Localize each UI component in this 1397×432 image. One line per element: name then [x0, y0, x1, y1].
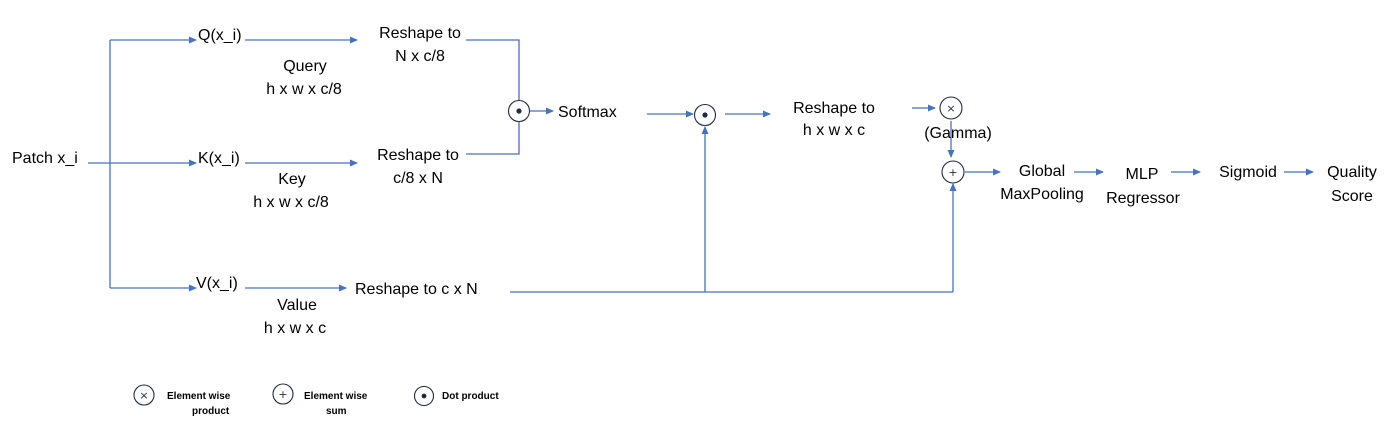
k-label: K(x_i) [198, 150, 240, 167]
times-circle [939, 96, 963, 120]
plus-circle [941, 160, 965, 184]
legend-dot-product-label: Dot product [442, 391, 499, 402]
dot-product-icon [702, 112, 708, 118]
gmp-label-1: Global [1019, 163, 1065, 180]
gmp-label-2: MaxPooling [1000, 186, 1084, 203]
reshape-out-label-2: h x w x c [803, 122, 865, 139]
reshape-out-label-1: Reshape to [793, 100, 875, 117]
elementwise-sum-operator: + [941, 160, 965, 184]
value-label: Value [277, 297, 317, 314]
legend-elementwise-sum-label-2: sum [326, 406, 347, 417]
legend-plus-icon: + [278, 388, 287, 401]
connectors [88, 36, 1314, 293]
line-reshape-q-to-dot [466, 39, 520, 100]
dot-product-icon [516, 108, 522, 114]
query-dim-label: h x w x c/8 [266, 81, 342, 98]
legend-dot-product-icon [421, 393, 427, 399]
q-label: Q(x_i) [198, 27, 242, 44]
legend-elementwise-product-label-2: product [192, 406, 230, 417]
reshape-k-label-1: Reshape to [377, 147, 459, 164]
sigmoid-label: Sigmoid [1219, 164, 1277, 181]
key-dim-label: h x w x c/8 [253, 194, 329, 211]
gamma-label: (Gamma) [924, 125, 992, 142]
elementwise-product-operator: × [939, 96, 963, 120]
mlp-label-1: MLP [1126, 166, 1159, 183]
legend-elementwise-product-label-1: Element wise [167, 391, 231, 402]
mlp-label-2: Regressor [1106, 190, 1180, 207]
legend-elementwise-sum-label-1: Element wise [304, 391, 368, 402]
legend-plus-circle [272, 383, 294, 405]
legend-times-circle [133, 384, 155, 406]
softmax-label: Softmax [558, 104, 617, 121]
reshape-q-label-1: Reshape to [379, 25, 461, 42]
reshape-q-label-2: N x c/8 [395, 48, 445, 65]
dot-product-operator-2 [693, 103, 717, 127]
legend-times-icon: × [139, 389, 148, 402]
legend: × Element wise product + Element wise su… [133, 383, 499, 417]
reshape-k-label-2: c/8 x N [393, 170, 443, 187]
v-label: V(x_i) [196, 275, 238, 292]
quality-label-2: Score [1331, 188, 1373, 205]
patch-label: Patch x_i [12, 150, 78, 167]
query-label: Query [283, 58, 327, 75]
quality-label-1: Quality [1327, 164, 1377, 181]
times-icon: × [946, 102, 955, 115]
plus-icon: + [948, 166, 957, 179]
dot-product-operator-1 [507, 99, 531, 123]
key-label: Key [278, 171, 306, 188]
reshape-v-label: Reshape to c x N [355, 281, 478, 298]
value-dim-label: h x w x c [264, 320, 326, 337]
line-reshape-k-to-dot [466, 122, 520, 155]
